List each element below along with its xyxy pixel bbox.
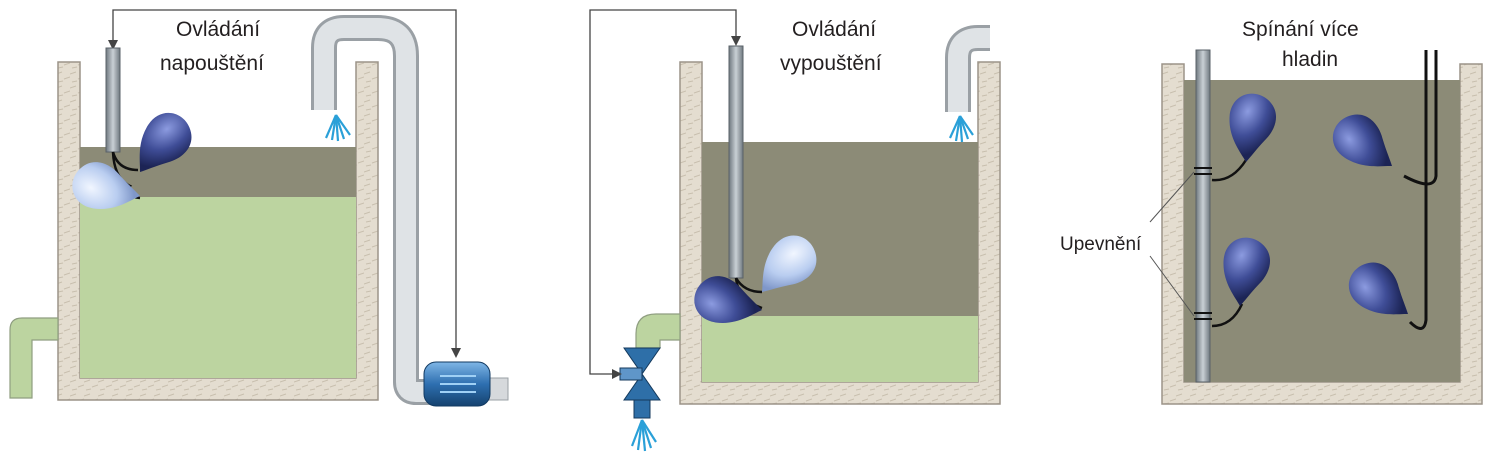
panel-title-line-1: Spínání více xyxy=(1242,18,1359,41)
control-wire xyxy=(589,9,737,375)
panel-title-line-2: vypouštění xyxy=(780,52,882,75)
panel-title-line-1: Ovládání xyxy=(176,18,260,41)
panel-title-line-2: hladin xyxy=(1282,48,1338,71)
panel-title-line-1: Ovládání xyxy=(792,18,876,41)
float-rod xyxy=(105,47,121,153)
spray-icon xyxy=(948,115,974,143)
spray-icon xyxy=(630,419,657,452)
liquid-lower xyxy=(702,316,978,382)
callout-lines xyxy=(1149,171,1195,317)
liquid-lower xyxy=(80,196,356,378)
panel-title-line-2: napouštění xyxy=(160,52,264,75)
clamp-icon xyxy=(1194,167,1212,320)
liquid-upper xyxy=(1184,80,1460,382)
cable xyxy=(1408,50,1428,330)
float-rod xyxy=(728,45,744,279)
callout-label: Upevnění xyxy=(1060,234,1142,255)
valve-icon xyxy=(619,347,661,419)
outlet-pipe xyxy=(9,317,59,399)
spray-icon xyxy=(324,114,351,142)
mounting-rod xyxy=(1195,49,1211,383)
cable xyxy=(1403,50,1438,186)
panel-drain-control: Ovládání vypouštění xyxy=(589,9,1001,452)
panel-multi-level: Upevnění Spínání více hladin xyxy=(1060,18,1483,405)
panel-fill-control: Ovládání napouštění xyxy=(9,9,509,407)
control-wire xyxy=(112,9,457,356)
pump-icon xyxy=(423,361,509,407)
outlet-pipe xyxy=(635,313,681,349)
